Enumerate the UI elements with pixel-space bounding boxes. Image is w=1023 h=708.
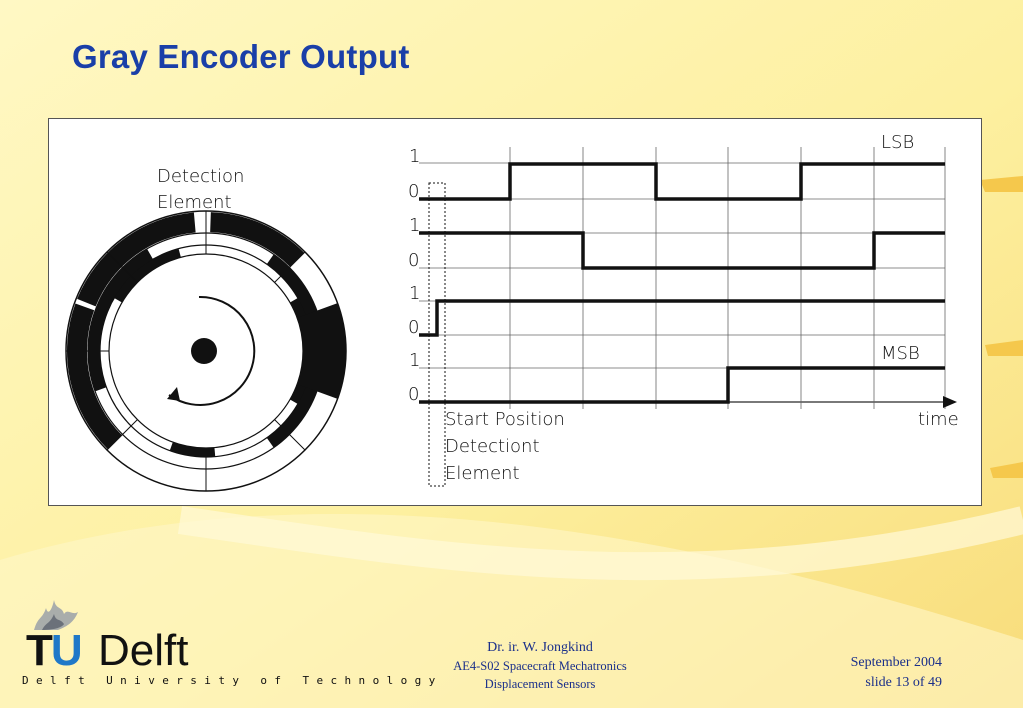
waveform-track-4 [419, 366, 945, 404]
level-low-label: 0 [408, 384, 419, 405]
time-axis-arrowhead [943, 396, 957, 408]
waveform-track-3 [419, 299, 945, 337]
disk-segment-second [266, 254, 324, 448]
start-label-line3: Element [445, 463, 520, 484]
start-position-marker [428, 182, 446, 487]
encoder-disk [65, 210, 347, 492]
level-low-label: 0 [408, 181, 419, 202]
disk-spoke [274, 419, 306, 451]
level-high-label: 1 [409, 283, 420, 304]
disk-segment-outer [210, 212, 305, 267]
disk-hub [191, 338, 217, 364]
rotation-arrowhead [167, 387, 180, 401]
footer-center: Dr. ir. W. Jongkind AE4-S02 Spacecraft M… [400, 640, 680, 692]
footer-author: Dr. ir. W. Jongkind [487, 640, 593, 655]
logo-tu: TU [26, 626, 83, 675]
level-high-label: 1 [409, 215, 420, 236]
slide-title: Gray Encoder Output [72, 38, 410, 75]
start-label-line1: Start Position [445, 409, 565, 430]
disk-segment-outer [66, 303, 122, 450]
lsb-label: LSB [881, 132, 914, 153]
flame-icon [34, 600, 78, 630]
level-low-label: 0 [408, 250, 419, 271]
disk-spoke [274, 251, 306, 283]
waveforms [419, 162, 945, 404]
footer-topic: Displacement Sensors [484, 677, 596, 691]
msb-label: MSB [881, 343, 920, 364]
footer-slide-number: slide 13 of 49 [865, 675, 942, 690]
footer-date: September 2004 [850, 655, 942, 670]
encoder-disk-tracks [66, 212, 346, 457]
disk-segment-third [114, 248, 181, 303]
tu-delft-logo: TU Delft Delft University of Technology [22, 596, 435, 696]
rotation-arrow [168, 295, 256, 406]
disk-label-line1: Detection [157, 166, 244, 187]
start-label-line2: Detectiont [445, 436, 540, 457]
level-high-label: 1 [409, 146, 420, 167]
encoder-disk-spokes [66, 211, 346, 491]
footer-course: AE4-S02 Spacecraft Mechatronics [453, 659, 627, 673]
waveform-track-1 [419, 162, 945, 201]
time-label: time [918, 409, 959, 430]
disk-segment-outer [77, 212, 196, 307]
disk-spoke [106, 419, 138, 451]
level-low-label: 0 [408, 317, 419, 338]
disk-label-line2: Element [157, 192, 232, 213]
level-labels: 1 0 1 0 1 0 1 0 [408, 146, 420, 405]
logo-delft: Delft [98, 626, 189, 675]
level-high-label: 1 [409, 350, 420, 371]
disk-segment-second [88, 248, 153, 392]
footer-right: September 2004 slide 13 of 49 [780, 653, 942, 693]
disk-spoke [106, 251, 138, 283]
disk-segment-third [169, 442, 216, 457]
waveform-track-2 [419, 231, 945, 270]
logo-tagline: Delft University of Technology [22, 674, 443, 687]
